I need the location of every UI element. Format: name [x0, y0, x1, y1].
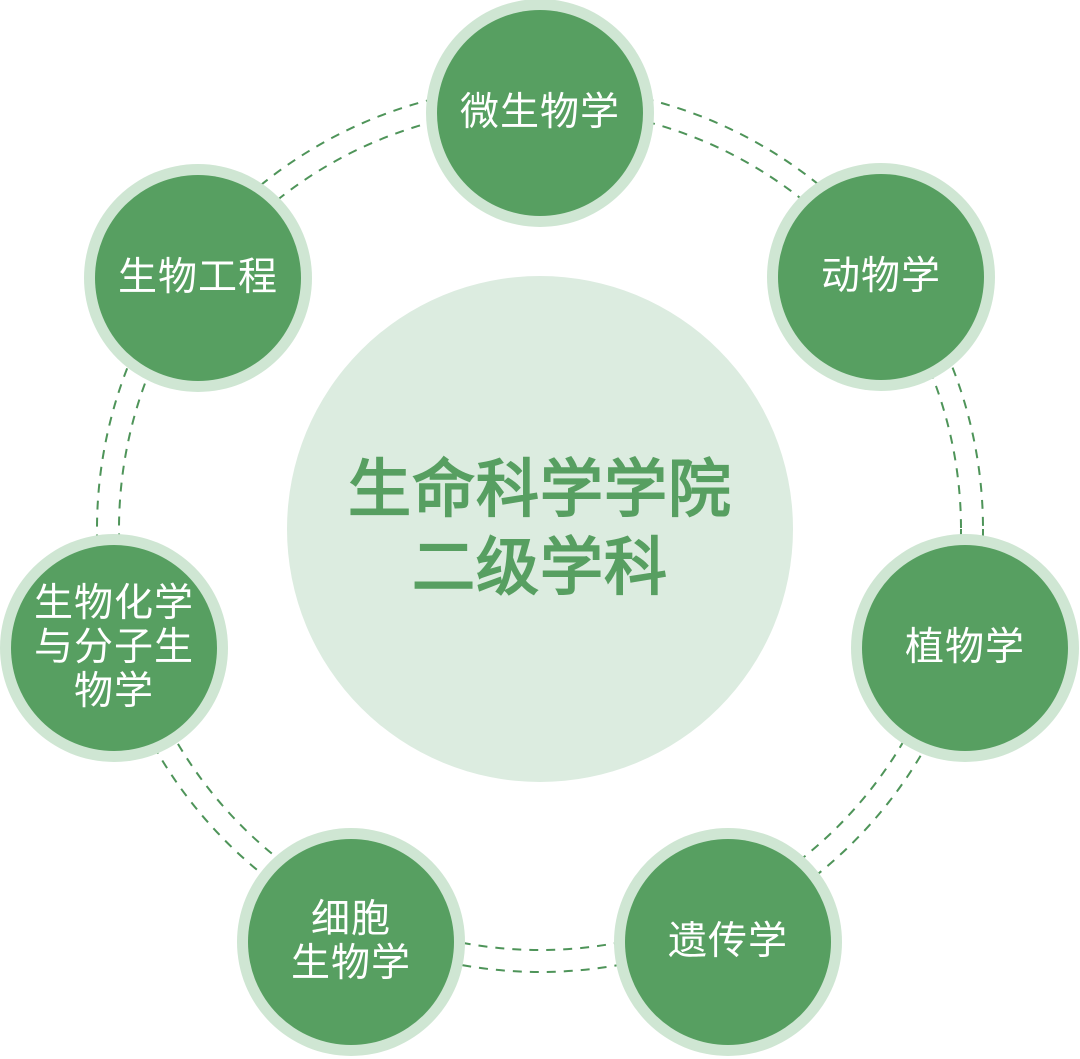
node-label-line-1: 细胞	[310, 897, 391, 942]
node-bioengineering[interactable]: 生物工程	[84, 164, 312, 392]
node-biochemistry-circle: 生物化学 与分子生 物学	[11, 545, 217, 751]
node-zoology-circle: 动物学	[778, 174, 984, 380]
node-bioengineering-circle: 生物工程	[95, 175, 301, 381]
node-zoology[interactable]: 动物学	[767, 163, 995, 391]
inner-dashed-ring	[118, 107, 962, 951]
node-cell-biology[interactable]: 细胞 生物学	[237, 828, 465, 1056]
node-label: 生物工程	[117, 255, 278, 300]
node-genetics[interactable]: 遗传学	[614, 828, 842, 1056]
node-cell-biology-circle: 细胞 生物学	[248, 839, 454, 1045]
hub-title-line-1: 生命科学学院	[348, 453, 732, 526]
node-label: 动物学	[820, 254, 941, 299]
node-genetics-circle: 遗传学	[625, 839, 831, 1045]
node-botany[interactable]: 植物学	[851, 534, 1079, 762]
node-label: 微生物学	[459, 90, 620, 135]
node-botany-circle: 植物学	[862, 545, 1068, 751]
node-label-line-3: 物学	[73, 669, 154, 714]
node-biochemistry-molecular-biology[interactable]: 生物化学 与分子生 物学	[0, 534, 228, 762]
node-microbiology-circle: 微生物学	[437, 10, 643, 216]
center-hub: 生命科学学院 二级学科	[287, 276, 793, 782]
node-label-line-2: 与分子生	[33, 625, 194, 670]
node-label: 植物学	[904, 625, 1025, 670]
node-microbiology[interactable]: 微生物学	[426, 0, 654, 227]
node-label: 遗传学	[667, 919, 788, 964]
node-label-line-2: 生物学	[290, 941, 411, 986]
node-label-line-1: 生物化学	[33, 581, 194, 626]
outer-dashed-ring	[96, 85, 984, 973]
hub-title-line-2: 二级学科	[412, 531, 668, 604]
